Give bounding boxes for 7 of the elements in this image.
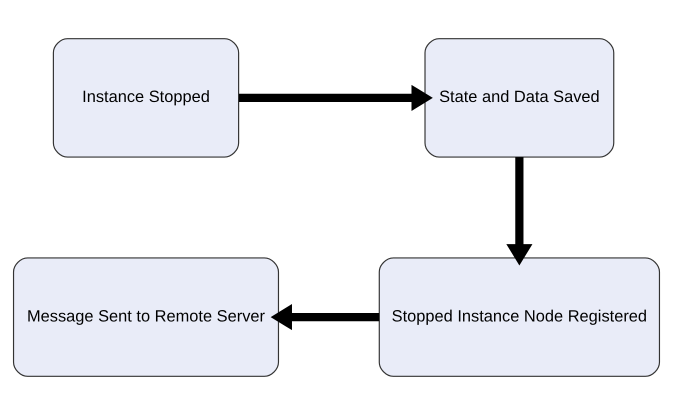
arrow [270, 304, 380, 330]
node-box: Instance Stopped [52, 38, 240, 158]
arrow [238, 84, 433, 110]
node-box: Message Sent to Remote Server [12, 256, 280, 376]
node-box: State and Data Saved [424, 38, 614, 158]
node-box: Stopped Instance Node Registered [378, 256, 660, 376]
arrow [506, 156, 532, 265]
